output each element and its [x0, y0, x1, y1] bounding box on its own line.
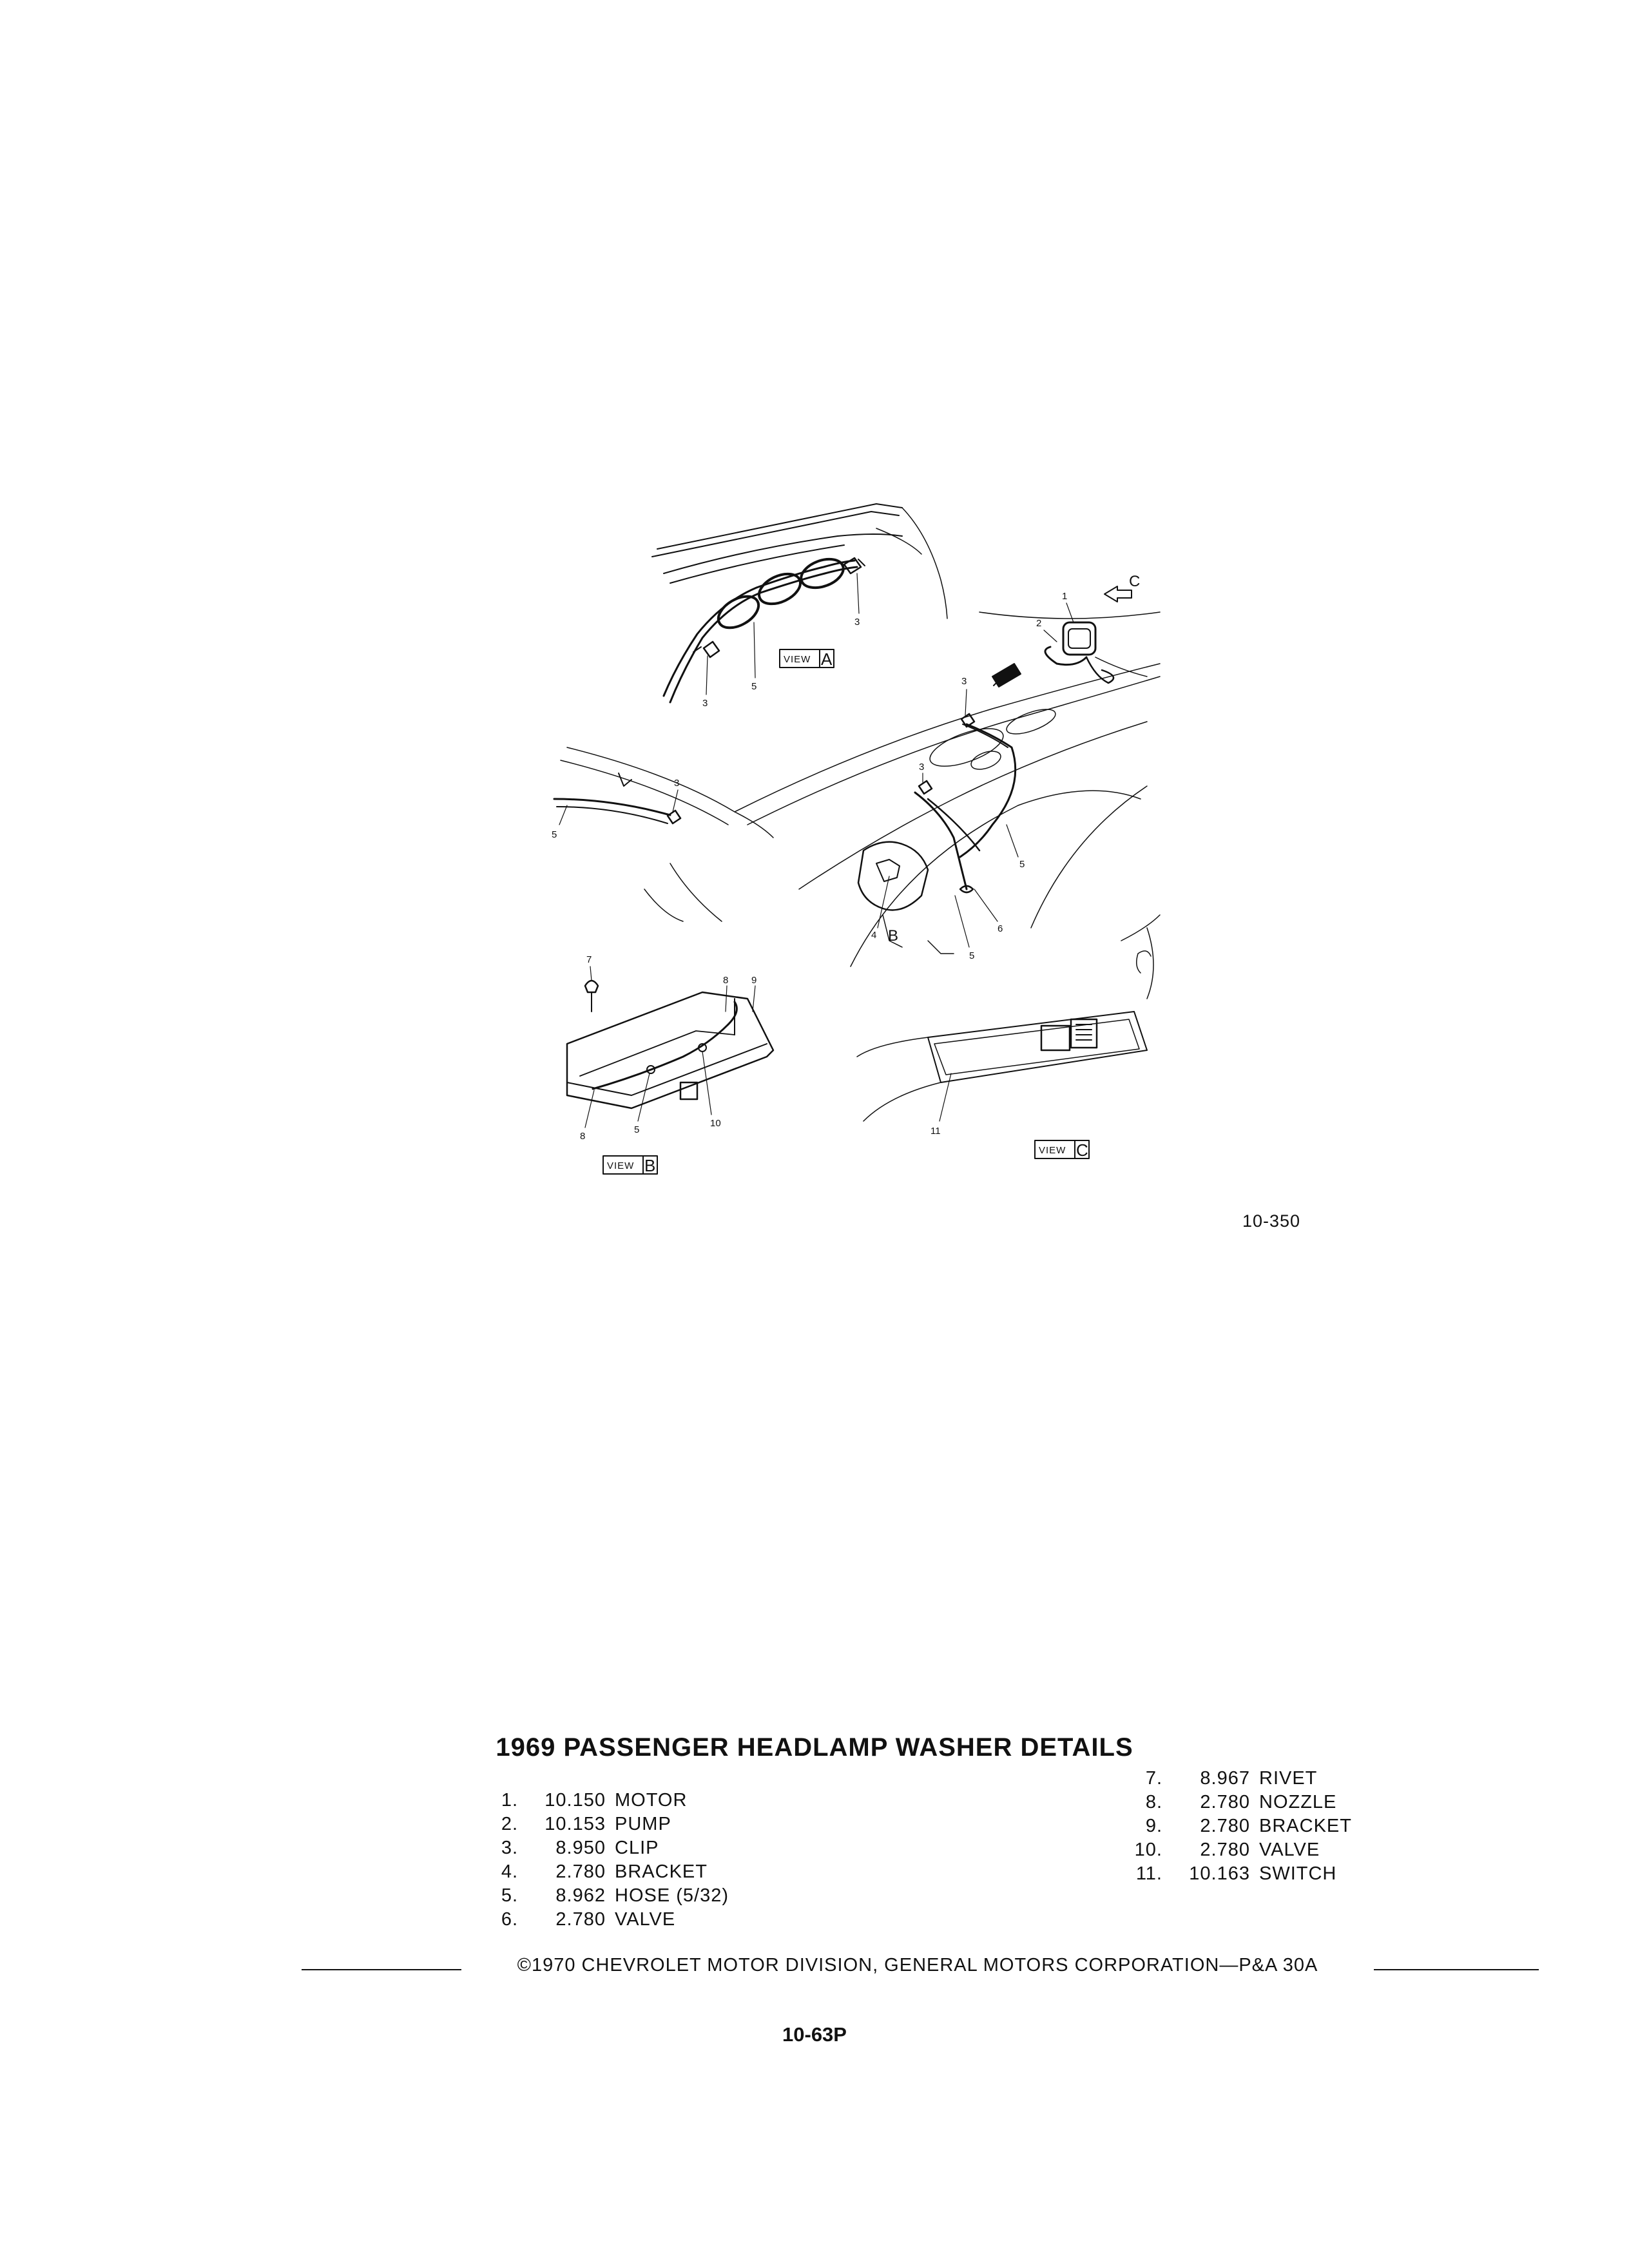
part-name: SWITCH — [1259, 1863, 1337, 1884]
part-code: 2.780 — [555, 1909, 606, 1930]
part-code: 10.150 — [545, 1790, 606, 1811]
callout-3: 3 — [674, 778, 679, 789]
callout-3: 3 — [919, 762, 924, 773]
copyright-line: ©1970 CHEVROLET MOTOR DIVISION, GENERAL … — [517, 1955, 1318, 1975]
part-code: 10.153 — [545, 1814, 606, 1834]
part-name: BRACKET — [1259, 1816, 1352, 1836]
part-code: 8.967 — [1200, 1768, 1250, 1789]
part-code: 2.780 — [1200, 1816, 1250, 1836]
part-number: 9. — [1145, 1816, 1162, 1836]
part-code: 2.780 — [1200, 1792, 1250, 1812]
footer-rule-right — [1374, 1969, 1539, 1970]
callout-6: 6 — [998, 923, 1003, 934]
callout-5: 5 — [1019, 859, 1025, 870]
part-number: 11. — [1135, 1863, 1162, 1884]
part-code: 10.163 — [1189, 1863, 1250, 1884]
parts-list-right: 7. 8.967 RIVET 8. 2.780 NOZZLE 9. 2.780 … — [1129, 1767, 1352, 1886]
callout-3: 3 — [854, 617, 860, 628]
part-row: 2. 10.153 PUMP — [485, 1812, 729, 1836]
part-row: 6. 2.780 VALVE — [485, 1908, 729, 1932]
part-number: 7. — [1145, 1768, 1162, 1789]
part-row: 8. 2.780 NOZZLE — [1129, 1791, 1352, 1814]
figure-number: 10-350 — [1242, 1211, 1301, 1231]
callout-2: 2 — [1036, 618, 1041, 629]
part-number: 4. — [501, 1861, 518, 1882]
callout-4: 4 — [871, 930, 876, 941]
part-code: 2.780 — [1200, 1840, 1250, 1860]
part-row: 7. 8.967 RIVET — [1129, 1767, 1352, 1791]
view-b-word: VIEW — [607, 1160, 634, 1171]
callout-5: 5 — [552, 829, 557, 840]
part-code: 8.950 — [555, 1838, 606, 1858]
part-number: 6. — [501, 1909, 518, 1930]
part-code: 8.962 — [555, 1885, 606, 1906]
callout-3: 3 — [702, 698, 708, 709]
part-name: CLIP — [615, 1838, 659, 1858]
part-name: HOSE (5/32) — [615, 1885, 729, 1906]
view-c-drawing: 11 VIEW C — [856, 914, 1161, 1160]
part-row: 10. 2.780 VALVE — [1129, 1838, 1352, 1862]
part-number: 5. — [501, 1885, 518, 1906]
callout-11: 11 — [930, 1126, 941, 1137]
view-c-word: VIEW — [1039, 1145, 1066, 1156]
view-b-drawing: 7 8 9 8 5 10 VIEW B — [566, 954, 775, 1175]
part-name: BRACKET — [615, 1861, 708, 1882]
callout-8: 8 — [580, 1131, 585, 1142]
view-b-letter: B — [644, 1156, 655, 1175]
part-number: 1. — [501, 1790, 518, 1811]
callout-5: 5 — [751, 681, 757, 692]
part-row: 1. 10.150 MOTOR — [485, 1789, 729, 1812]
view-a-word: VIEW — [784, 654, 811, 665]
page-number: 10-63P — [782, 2023, 847, 2046]
callout-7: 7 — [586, 954, 592, 965]
part-name: NOZZLE — [1259, 1792, 1337, 1812]
part-number: 3. — [501, 1838, 518, 1858]
part-code: 2.780 — [555, 1861, 606, 1882]
view-c-marker: C — [1129, 573, 1140, 590]
part-name: VALVE — [1259, 1840, 1320, 1860]
view-a-drawing: 3 3 5 VIEW A — [651, 503, 948, 709]
callout-5: 5 — [969, 950, 974, 961]
part-name: MOTOR — [615, 1790, 688, 1811]
callout-10: 10 — [710, 1118, 721, 1129]
part-row: 3. 8.950 CLIP — [485, 1836, 729, 1860]
callout-3: 3 — [961, 676, 967, 687]
callout-8: 8 — [723, 975, 728, 986]
view-c-letter: C — [1076, 1140, 1088, 1160]
part-number: 10. — [1134, 1840, 1162, 1860]
part-number: 2. — [501, 1814, 518, 1834]
part-name: PUMP — [615, 1814, 671, 1834]
view-a-letter: A — [821, 649, 833, 669]
page-title: 1969 PASSENGER HEADLAMP WASHER DETAILS — [496, 1733, 1133, 1762]
main-view-drawing: 1 2 C — [552, 573, 1161, 967]
callout-1: 1 — [1062, 591, 1067, 602]
part-row: 5. 8.962 HOSE (5/32) — [485, 1884, 729, 1908]
part-row: 11. 10.163 SWITCH — [1129, 1862, 1352, 1886]
part-name: VALVE — [615, 1909, 676, 1930]
footer-rule-left — [302, 1969, 461, 1970]
part-row: 9. 2.780 BRACKET — [1129, 1814, 1352, 1838]
view-b-marker: B — [888, 927, 898, 945]
part-number: 8. — [1145, 1792, 1162, 1812]
callout-5: 5 — [634, 1124, 639, 1135]
parts-list-left: 1. 10.150 MOTOR 2. 10.153 PUMP 3. 8.950 … — [485, 1789, 729, 1932]
callout-9: 9 — [751, 975, 757, 986]
part-row: 4. 2.780 BRACKET — [485, 1860, 729, 1884]
part-name: RIVET — [1259, 1768, 1318, 1789]
exploded-view-illustration: 3 3 5 VIEW A — [541, 477, 1237, 1186]
